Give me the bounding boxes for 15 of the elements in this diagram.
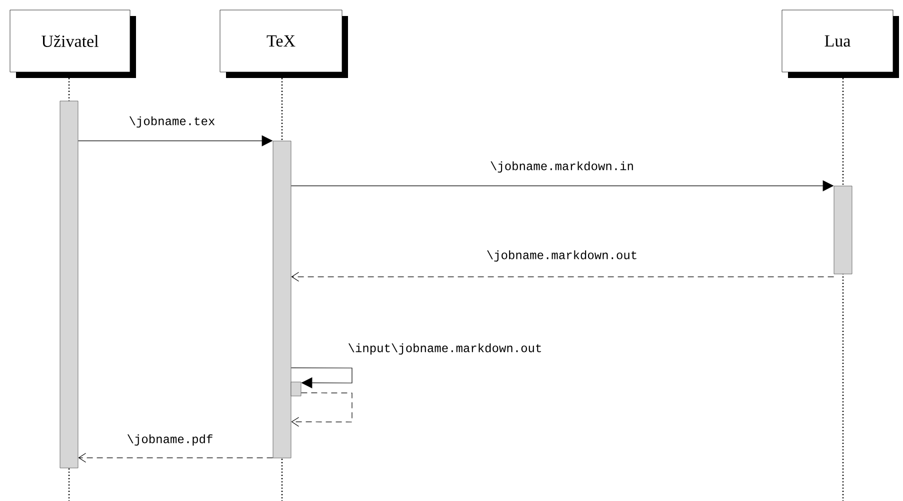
- arrow: [291, 392, 352, 427]
- edge-label: \input\jobname.markdown.out: [348, 343, 541, 355]
- edge-label: \jobname.markdown.in: [490, 161, 633, 173]
- participant-box: Lua: [782, 10, 899, 78]
- edge-label: \jobname.pdf: [127, 434, 212, 446]
- arrow: [290, 368, 352, 388]
- participant-box: TeX: [220, 10, 348, 78]
- activation-bar: [834, 186, 852, 274]
- edge-label: \jobname.tex: [129, 116, 215, 128]
- activation-bar: [60, 100, 78, 468]
- edge-label: \jobname.markdown.out: [487, 250, 636, 262]
- arrow: [291, 272, 834, 282]
- activation-bar: [290, 382, 302, 396]
- arrow: [78, 453, 274, 463]
- participant-box: Uživatel: [10, 10, 136, 78]
